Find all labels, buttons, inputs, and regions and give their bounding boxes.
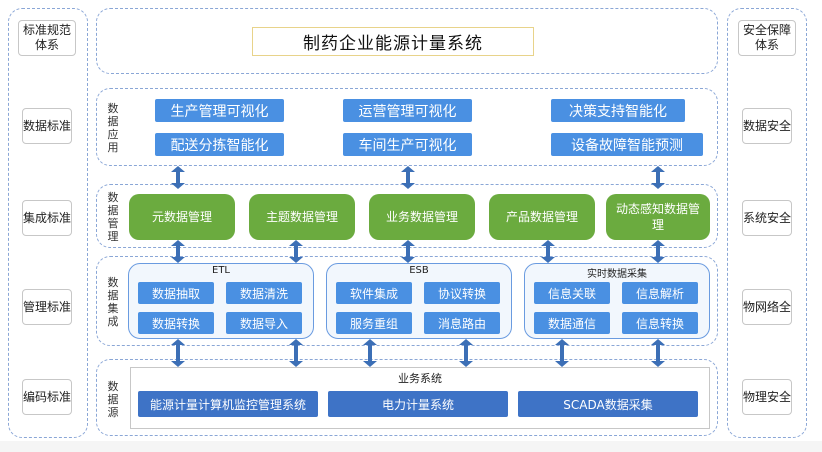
double-arrow-10: [363, 339, 377, 367]
right-column: [727, 8, 807, 438]
double-arrow-12: [555, 339, 569, 367]
double-arrow-8: [171, 339, 185, 367]
app-item-workshop-visualization[interactable]: 车间生产可视化: [343, 133, 472, 156]
left-column: [8, 8, 88, 438]
src-layer: [96, 359, 718, 436]
src-item-scada[interactable]: SCADA数据采集: [518, 391, 698, 417]
left-item-management-standard: 管理标准: [22, 289, 72, 325]
double-arrow-7: [651, 240, 665, 263]
right-item-physical-security: 物理安全: [742, 379, 792, 415]
app-item-decision-support[interactable]: 决策支持智能化: [551, 99, 685, 122]
etl-item-load[interactable]: 数据导入: [226, 312, 302, 334]
title-frame: [96, 8, 718, 74]
app-item-fault-prediction[interactable]: 设备故障智能预测: [551, 133, 703, 156]
src-item-energy-monitoring[interactable]: 能源计量计算机监控管理系统: [138, 391, 318, 417]
mgmt-item-topic-data[interactable]: 主题数据管理: [249, 194, 355, 240]
esb-item-message-routing[interactable]: 消息路由: [424, 312, 500, 334]
double-arrow-2: [651, 166, 665, 189]
left-item-integration-standard: 集成标准: [22, 200, 72, 236]
integ-layer-label: 数据集成: [107, 276, 119, 328]
mgmt-layer-label: 数据管理: [107, 191, 119, 243]
double-arrow-13: [651, 339, 665, 367]
business-systems-title: 业务系统: [398, 372, 442, 385]
page-title: 制药企业能源计量系统: [252, 27, 534, 56]
etl-item-extract[interactable]: 数据抽取: [138, 282, 214, 304]
double-arrow-1: [401, 166, 415, 189]
right-item-security-system: 安全保障体系: [738, 20, 796, 56]
mgmt-item-product-data[interactable]: 产品数据管理: [489, 194, 595, 240]
double-arrow-11: [459, 339, 473, 367]
app-item-operations-visualization[interactable]: 运营管理可视化: [343, 99, 472, 122]
app-item-production-visualization[interactable]: 生产管理可视化: [155, 99, 284, 122]
double-arrow-5: [401, 240, 415, 263]
double-arrow-9: [289, 339, 303, 367]
realtime-item-info-conversion[interactable]: 信息转换: [622, 312, 698, 334]
app-item-distribution-sorting[interactable]: 配送分拣智能化: [155, 133, 284, 156]
realtime-item-data-communication[interactable]: 数据通信: [534, 312, 610, 334]
mgmt-item-dynamic-sensing[interactable]: 动态感知数据管理: [606, 194, 710, 240]
etl-item-transform[interactable]: 数据转换: [138, 312, 214, 334]
mgmt-item-metadata[interactable]: 元数据管理: [129, 194, 235, 240]
right-item-system-security: 系统安全: [742, 200, 792, 236]
app-layer: [96, 88, 718, 166]
bottom-bar: [0, 441, 822, 452]
etl-panel-title: ETL: [212, 265, 230, 276]
esb-item-protocol-conversion[interactable]: 协议转换: [424, 282, 500, 304]
realtime-panel-title: 实时数据采集: [587, 269, 647, 280]
src-item-power-metering[interactable]: 电力计量系统: [328, 391, 508, 417]
double-arrow-0: [171, 166, 185, 189]
esb-item-software-integration[interactable]: 软件集成: [336, 282, 412, 304]
double-arrow-4: [289, 240, 303, 263]
app-layer-label: 数据应用: [107, 102, 119, 154]
right-item-data-security: 数据安全: [742, 108, 792, 144]
mgmt-item-business-data[interactable]: 业务数据管理: [369, 194, 475, 240]
double-arrow-3: [171, 240, 185, 263]
realtime-item-info-parsing[interactable]: 信息解析: [622, 282, 698, 304]
left-item-data-standard: 数据标准: [22, 108, 72, 144]
esb-panel-title: ESB: [409, 265, 429, 276]
esb-item-service-recomposition[interactable]: 服务重组: [336, 312, 412, 334]
right-item-network-security: 物网络全: [742, 289, 792, 325]
realtime-item-info-association[interactable]: 信息关联: [534, 282, 610, 304]
left-item-coding-standard: 编码标准: [22, 379, 72, 415]
src-layer-label: 数据源: [107, 380, 119, 419]
left-item-standards-system: 标准规范体系: [18, 20, 76, 56]
etl-item-clean[interactable]: 数据清洗: [226, 282, 302, 304]
double-arrow-6: [541, 240, 555, 263]
